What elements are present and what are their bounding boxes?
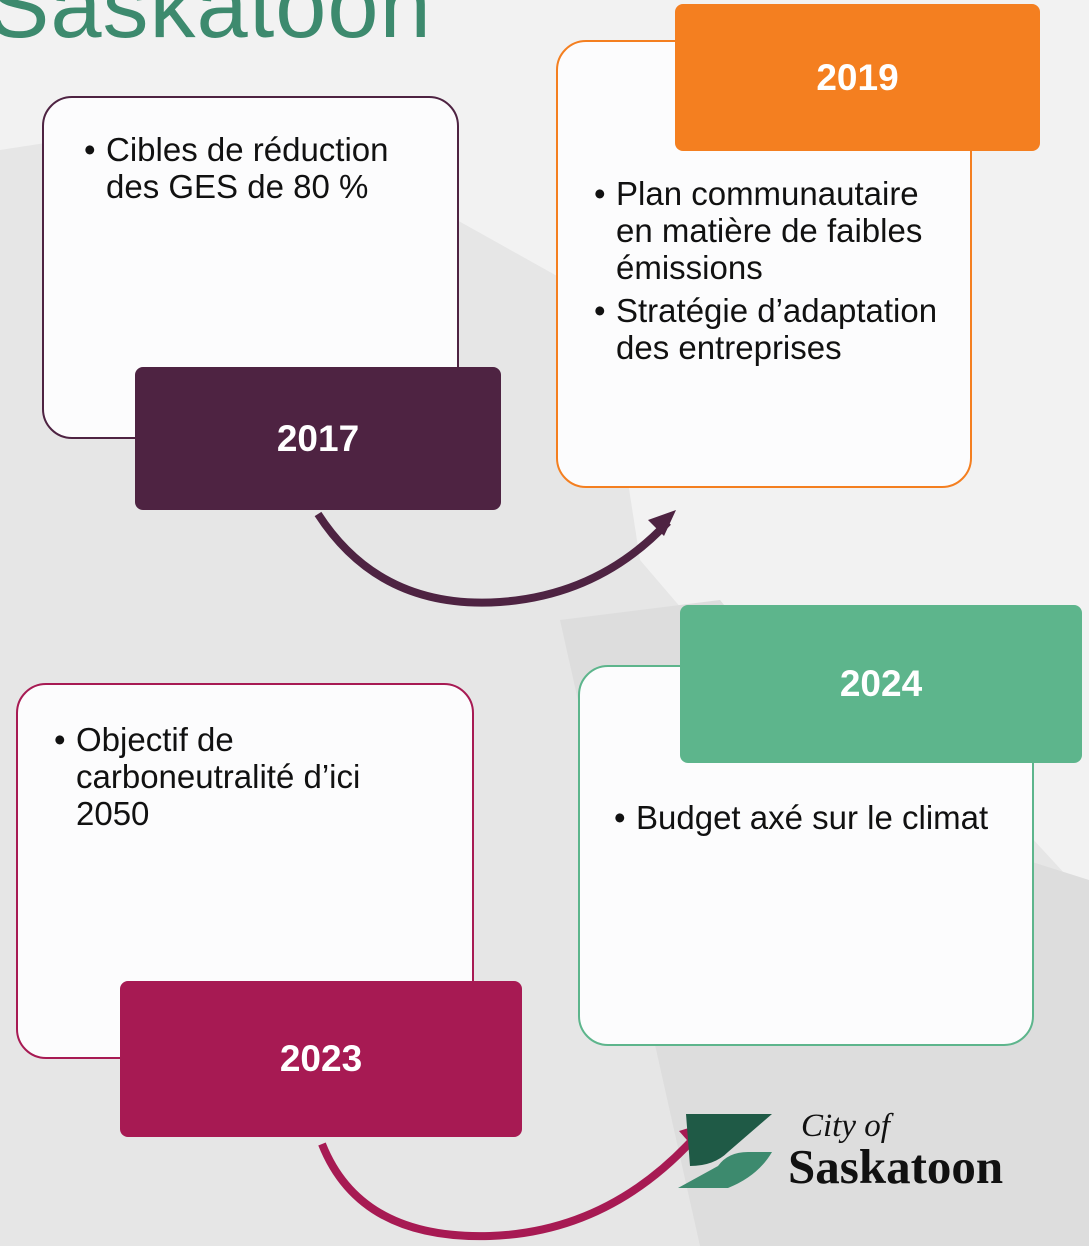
milestone-list-2019: Plan communautaire en matière de faibles…: [558, 42, 970, 366]
logo-city-of: City of: [801, 1108, 890, 1144]
year-badge-2017: 2017: [135, 367, 501, 510]
year-badge-2024: 2024: [680, 605, 1082, 763]
logo-saskatoon: Saskatoon: [788, 1139, 1004, 1194]
arrow-2017-to-2019: [314, 511, 671, 607]
arrowhead-2019: [648, 510, 676, 536]
saskatoon-logo-icon: [678, 1114, 772, 1188]
milestone-list-2023: Objectif de carboneutralité d’ici 2050: [18, 685, 472, 832]
milestone-list-2024: Budget axé sur le climat: [580, 667, 1032, 836]
list-item: Budget axé sur le climat: [614, 799, 1002, 836]
year-badge-2023: 2023: [120, 981, 522, 1137]
arrow-2023-to-logo: [318, 1132, 700, 1241]
page-title: Saskatoon: [0, 0, 432, 57]
list-item: Stratégie d’adaptation des entreprises: [594, 292, 940, 366]
list-item: Cibles de réduction des GES de 80 %: [84, 131, 427, 205]
milestone-list-2017: Cibles de réduction des GES de 80 %: [44, 98, 457, 205]
list-item: Plan communautaire en matière de faibles…: [594, 175, 940, 286]
list-item: Objectif de carboneutralité d’ici 2050: [54, 721, 432, 832]
city-of-saskatoon-logo: City of Saskatoon: [668, 1108, 1048, 1208]
year-badge-2019: 2019: [675, 4, 1040, 151]
